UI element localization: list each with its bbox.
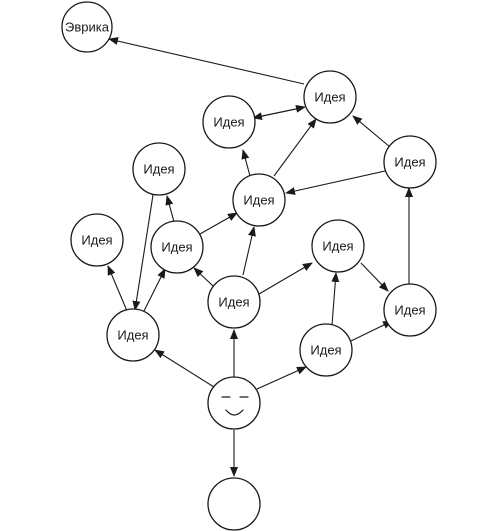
edge-idea-left-mid-to-idea-left-top [165, 195, 175, 223]
edge-idea-left-mid-to-idea-center [199, 212, 238, 235]
node-label: Идея [243, 193, 274, 208]
edge-idea-right-upper-to-idea-top [352, 115, 391, 148]
edge-idea-upper-left-to-idea-top [256, 104, 306, 118]
edge-idea-right-upper-to-idea-center [285, 170, 386, 195]
node-label: Идея [314, 90, 345, 105]
node-idea-mid-right: Идея [311, 219, 365, 273]
edge-idea-center-low-to-idea-left-mid [193, 267, 214, 287]
node-label: Эврика [65, 20, 110, 35]
node-label: Идея [117, 328, 148, 343]
node-label: Идея [322, 239, 353, 254]
edge-idea-right-low-to-idea-bottom-right [350, 320, 393, 342]
node-end-blank [207, 477, 261, 531]
node-start-face [207, 376, 261, 430]
node-idea-upper-left: Идея [202, 95, 256, 149]
nodes-group: Эврика Идея Идея Идея Идея Идея Идея Ид [61, 1, 437, 531]
node-idea-right-upper: Идея [383, 135, 437, 189]
node-idea-left-low: Идея [106, 308, 160, 362]
edge-idea-center-low-to-idea-center [242, 226, 256, 276]
edge-start-to-idea-left-low [154, 349, 215, 388]
node-label: Идея [394, 303, 425, 318]
edge-idea-top-to-eureka [108, 37, 305, 85]
edge-idea-right-low-to-idea-mid-right [331, 272, 340, 326]
node-label: Идея [213, 115, 244, 130]
node-idea-center: Идея [232, 173, 286, 227]
edge-idea-center-to-idea-upper-left [241, 149, 251, 177]
edge-idea-center-to-idea-top [273, 118, 317, 177]
edges-group [107, 37, 413, 477]
node-idea-far-left: Идея [70, 213, 124, 267]
node-idea-top: Идея [303, 70, 357, 124]
edge-idea-mid-right-to-idea-bottom-right [360, 262, 389, 292]
node-label: Идея [310, 343, 341, 358]
edge-start-to-idea-right-low [256, 366, 307, 390]
node-label: Идея [394, 155, 425, 170]
node-idea-right-low: Идея [299, 323, 353, 377]
smiley-face-icon [221, 396, 249, 416]
node-label: Идея [81, 233, 112, 248]
edge-idea-left-top-to-idea-left-low [132, 194, 154, 311]
edge-idea-center-low-to-idea-mid-right [258, 262, 313, 295]
edge-idea-left-low-to-idea-far-left [107, 265, 128, 312]
node-label: Идея [218, 295, 249, 310]
node-idea-bottom-right: Идея [383, 283, 437, 337]
node-label: Идея [143, 162, 174, 177]
node-eureka: Эврика [61, 1, 113, 53]
edge-idea-left-low-to-idea-left-mid [143, 268, 166, 312]
node-idea-left-mid: Идея [150, 220, 204, 274]
node-idea-center-low: Идея [207, 275, 261, 329]
node-idea-left-top: Идея [132, 142, 186, 196]
node-label: Идея [161, 240, 192, 255]
